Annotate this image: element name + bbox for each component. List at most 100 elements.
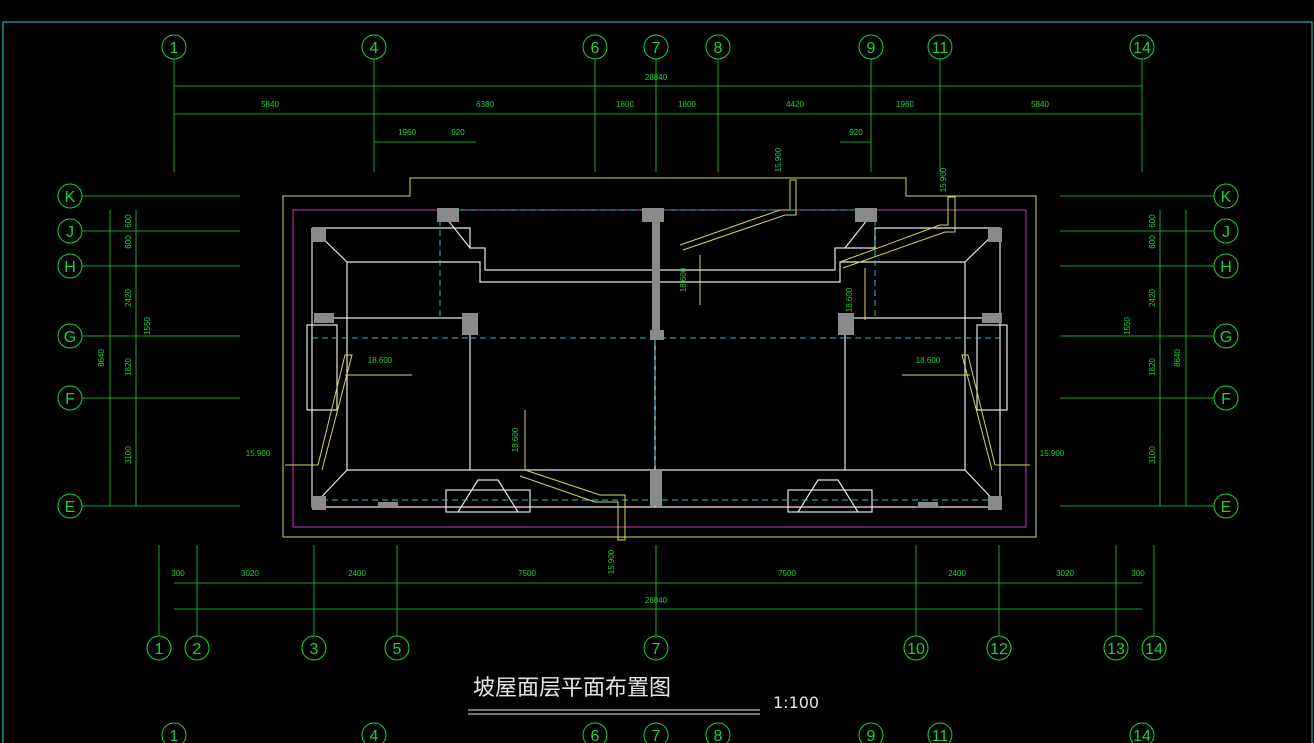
axis-right-5-label: E xyxy=(1221,499,1232,516)
dim-bottom-seg-0: 300 xyxy=(171,569,185,578)
elevation-e5: 15.900 xyxy=(607,549,616,574)
axis-bottom-repeat-3-circle xyxy=(643,722,669,743)
axis-bottom-6-circle xyxy=(986,635,1012,661)
axis-bottom-0-label: 1 xyxy=(155,641,164,658)
axis-top-6-label: 11 xyxy=(932,40,949,57)
dim-top-seg-0: 5840 xyxy=(261,100,279,109)
dim-right-sub: 1550 xyxy=(1123,317,1132,335)
roof-outline xyxy=(282,177,1037,538)
axis-top-0-circle xyxy=(161,34,187,60)
dim-left-sub: 1550 xyxy=(143,317,152,335)
axis-top-7-label: 14 xyxy=(1133,40,1151,57)
axis-top-3-label: 7 xyxy=(652,40,661,57)
axis-right-1-label: J xyxy=(1222,224,1230,241)
axis-bottom-repeat-6-label: 11 xyxy=(932,728,949,743)
dim-top-sub-left-0: 1960 xyxy=(398,128,416,137)
axis-bottom-repeat-0-label: 1 xyxy=(170,728,179,743)
axis-left-0-label: K xyxy=(65,189,76,206)
dim-bottom-seg-5: 2400 xyxy=(948,569,966,578)
dim-left-total: 8640 xyxy=(97,349,106,367)
axis-left-5-label: E xyxy=(65,499,76,516)
elevation-r5: 18.600 xyxy=(511,427,520,452)
axis-bottom-3-circle xyxy=(384,635,410,661)
axis-right-3-circle xyxy=(1213,323,1239,349)
dim-bottom-seg-7: 300 xyxy=(1131,569,1145,578)
elevation-e2: 15.900 xyxy=(1040,449,1065,458)
dimension-lines xyxy=(109,85,1187,610)
dim-top-seg-1: 6380 xyxy=(476,100,494,109)
axis-bottom-repeat-7-label: 14 xyxy=(1133,728,1151,743)
dim-right-seg-3: 1820 xyxy=(1148,358,1157,376)
axis-bottom-repeat-2-circle xyxy=(582,722,608,743)
dim-right-seg-4: 3100 xyxy=(1148,446,1157,464)
axis-bottom-2-label: 3 xyxy=(310,641,319,658)
dim-bottom-seg-4: 7500 xyxy=(778,569,796,578)
axis-bottom-4-label: 7 xyxy=(652,641,661,658)
drawing-scale: 1:100 xyxy=(773,693,819,712)
axis-bottom-repeat-4-label: 8 xyxy=(714,728,723,743)
axis-bottom-repeat-3-label: 7 xyxy=(652,728,661,743)
dim-top-seg-5: 1960 xyxy=(896,100,914,109)
axis-bottom-repeat-7-circle xyxy=(1129,722,1155,743)
axis-bottom-4-circle xyxy=(643,635,669,661)
axis-left-0-circle xyxy=(57,183,83,209)
axis-top-6-circle xyxy=(927,34,953,60)
axis-left-4-label: F xyxy=(65,391,75,408)
axis-bottom-8-circle xyxy=(1141,635,1167,661)
axis-top-0-label: 1 xyxy=(170,40,179,57)
axis-bottom-2-circle xyxy=(301,635,327,661)
dim-bottom-seg-1: 3020 xyxy=(241,569,259,578)
elevation-r2: 18.600 xyxy=(916,356,941,365)
drawing-title: 坡屋面层平面布置图 xyxy=(473,676,671,701)
columns xyxy=(312,208,1002,510)
axis-bottom-7-circle xyxy=(1103,635,1129,661)
axis-right-2-circle xyxy=(1213,253,1239,279)
dim-top-seg-4: 4420 xyxy=(786,100,804,109)
axis-right-4-label: F xyxy=(1221,391,1231,408)
axis-bottom-3-label: 5 xyxy=(393,641,402,658)
axis-bottom-0-circle xyxy=(146,635,172,661)
dim-right-seg-1: 600 xyxy=(1148,235,1157,249)
dim-top-seg-3: 1800 xyxy=(678,100,696,109)
axis-top-1-label: 4 xyxy=(370,40,379,57)
axis-bottom-repeat-1-label: 4 xyxy=(370,728,379,743)
axis-bottom-8-label: 14 xyxy=(1145,641,1163,658)
elevation-r4: 18.600 xyxy=(845,287,854,312)
axis-left-3-label: G xyxy=(64,329,76,346)
axis-top-7-circle xyxy=(1129,34,1155,60)
dim-bottom-total: 28840 xyxy=(645,596,668,605)
dim-right-seg-0: 600 xyxy=(1148,214,1157,228)
dim-top-seg-6: 5840 xyxy=(1031,100,1049,109)
axis-right-3-label: G xyxy=(1220,329,1232,346)
axis-bottom-repeat-0-circle xyxy=(161,722,187,743)
axis-top-2-label: 6 xyxy=(591,40,600,57)
axis-right-5-circle xyxy=(1213,493,1239,519)
axis-bottom-1-circle xyxy=(184,635,210,661)
elevation-r3: 18.600 xyxy=(679,267,688,292)
grid-lines xyxy=(82,59,1214,636)
axis-top-4-circle xyxy=(705,34,731,60)
elevation-r1: 18.600 xyxy=(368,356,393,365)
gutter-lines xyxy=(285,179,1030,541)
dim-top-sub-right: 920 xyxy=(849,128,863,137)
axis-left-1-circle xyxy=(57,218,83,244)
axis-bottom-repeat-6-circle xyxy=(927,722,953,743)
dim-top-total: 28840 xyxy=(645,73,668,82)
elevation-e3: 15.900 xyxy=(774,147,783,172)
drawing-frame xyxy=(2,21,1313,743)
axis-right-1-circle xyxy=(1213,218,1239,244)
dim-right-total: 8640 xyxy=(1173,349,1182,367)
axis-left-5-circle xyxy=(57,493,83,519)
dim-left-seg-4: 3100 xyxy=(124,446,133,464)
axis-left-3-circle xyxy=(57,323,83,349)
dim-bottom-seg-2: 2400 xyxy=(348,569,366,578)
axis-bottom-repeat-4-circle xyxy=(705,722,731,743)
dim-bottom-seg-6: 3020 xyxy=(1056,569,1074,578)
axis-top-3-circle xyxy=(643,34,669,60)
axis-right-2-label: H xyxy=(1220,259,1232,276)
axis-bottom-1-label: 2 xyxy=(193,641,202,658)
axis-bottom-repeat-5-label: 9 xyxy=(867,728,876,743)
elevation-e4: 15.900 xyxy=(939,167,948,192)
dim-left-seg-3: 1820 xyxy=(124,358,133,376)
